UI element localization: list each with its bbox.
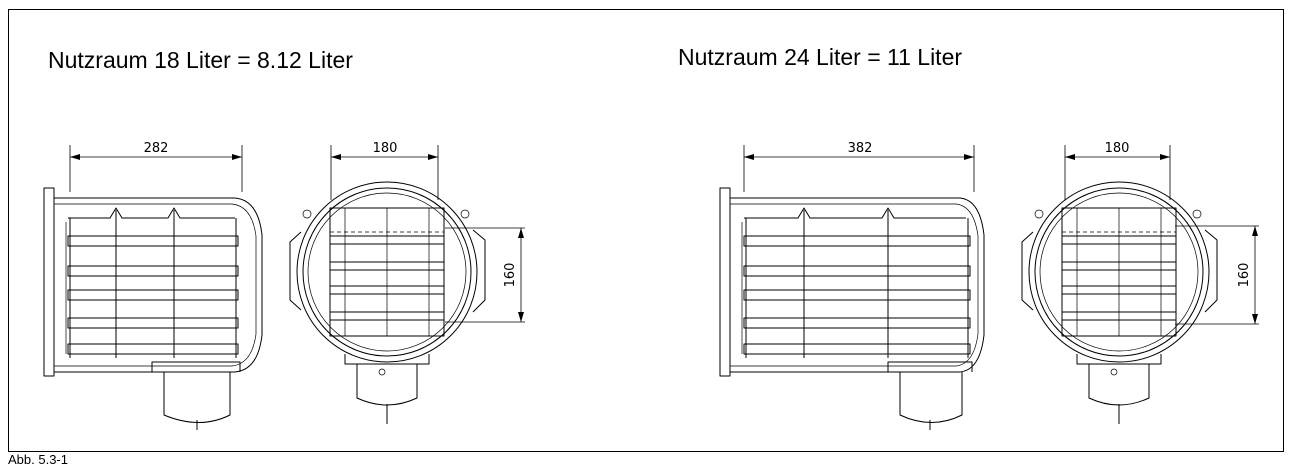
figure-frame [8, 9, 1284, 452]
figure-caption: Abb. 5.3-1 [8, 452, 68, 467]
title-18-liter: Nutzraum 18 Liter = 8.12 Liter [48, 47, 353, 73]
dimension-label-382: 382 [848, 141, 873, 156]
side-view-24-liter: 382 [719, 141, 985, 430]
front-view-18-liter: 180 160 [289, 141, 525, 424]
dimension-label-282: 282 [144, 141, 169, 156]
side-view-18-liter: 282 [43, 141, 263, 430]
dimension-label-160: 160 [503, 263, 518, 288]
dimension-label-180-right: 180 [1105, 141, 1130, 156]
title-24-liter: Nutzraum 24 Liter = 11 Liter [678, 44, 963, 70]
dimension-label-160-right: 160 [1237, 263, 1252, 288]
front-view-24-liter: 180 160 [1021, 141, 1259, 424]
dimension-label-180: 180 [373, 141, 398, 156]
